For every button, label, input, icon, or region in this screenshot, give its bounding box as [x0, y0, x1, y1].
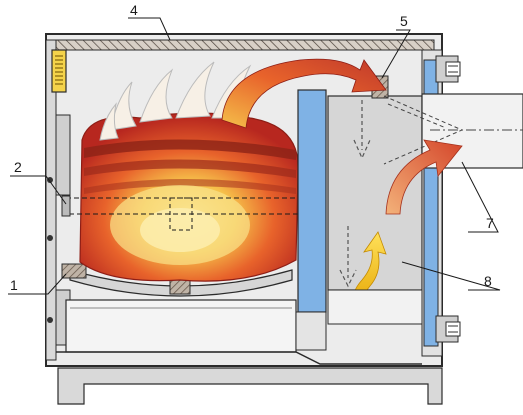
left-wall [45, 39, 57, 361]
leader-line-5 [381, 29, 411, 79]
flue-funnel-inner [387, 103, 447, 129]
leader-line-7 [461, 161, 499, 233]
hot-gas-arrow-icon [221, 58, 387, 129]
fire-mass [79, 112, 299, 282]
door-handle-coil [55, 55, 63, 85]
leader-line-1 [8, 273, 67, 295]
leader-lines [8, 17, 501, 295]
hinge-bolt-icon [47, 317, 53, 323]
label-4: 4 [130, 2, 138, 18]
air-inlet-1 [61, 263, 87, 279]
label-1: 1 [10, 277, 18, 293]
flame-icon [99, 61, 252, 141]
label-7: 7 [486, 215, 494, 231]
flue-funnel [383, 95, 464, 165]
bolt-icon [435, 55, 461, 83]
top-insulation [53, 39, 435, 51]
downdraft-arrow-icon [339, 100, 371, 288]
bolt-icon [435, 315, 461, 343]
hinge-bolt-icon [47, 177, 53, 183]
base-frame [57, 367, 443, 405]
leader-line-8 [401, 261, 501, 291]
label-8: 8 [484, 273, 492, 289]
upper-door-panel [55, 114, 71, 196]
hinge-bolt-icon [47, 235, 53, 241]
insulation-wall [297, 89, 327, 313]
ash-chamber [65, 299, 297, 353]
floor-line [56, 351, 422, 365]
lower-exchanger [327, 289, 423, 325]
leader-line-4 [128, 17, 171, 41]
grate-bowl [69, 269, 293, 297]
label-5: 5 [400, 13, 408, 29]
chimney-arrow-icon [385, 139, 463, 215]
label-2: 2 [14, 159, 22, 175]
insulation-foot [295, 311, 327, 351]
leader-line-2 [10, 175, 67, 205]
